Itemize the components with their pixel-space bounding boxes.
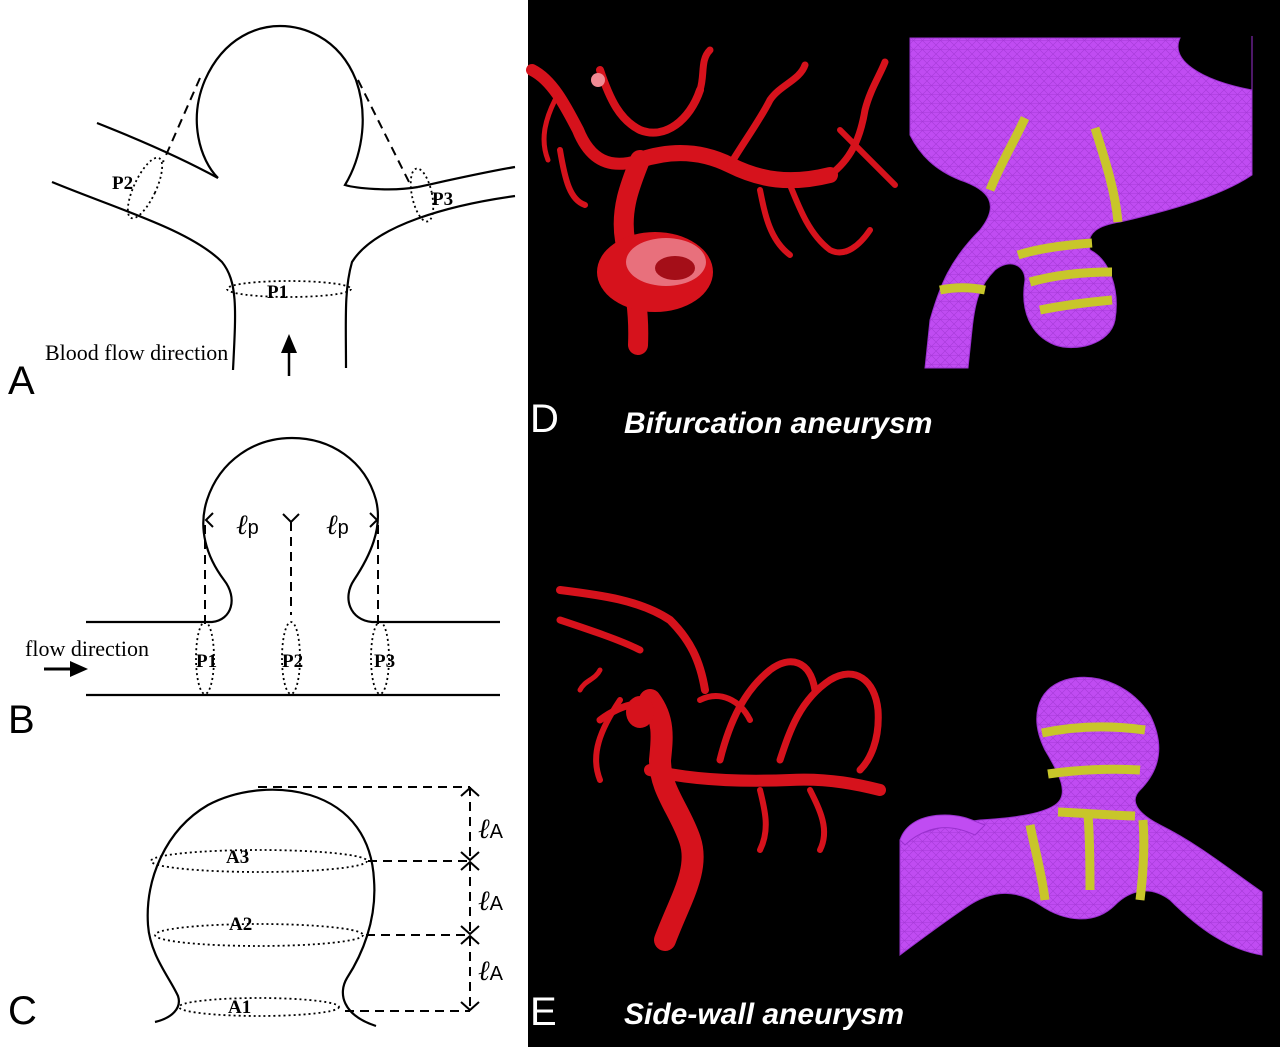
panel-b-flow-label: flow direction — [25, 636, 149, 661]
panel-a-left-lower-wall — [51, 180, 237, 371]
panel-a-section-p1 — [226, 280, 352, 298]
panel-b-length-right: ℓp — [326, 508, 349, 541]
panel-b-letter: B — [8, 698, 35, 742]
panel-d-section-band-4 — [1028, 267, 1113, 287]
panel-b-flow-arrow-icon — [44, 661, 88, 677]
panel-a-aneurysm-dome — [195, 24, 419, 191]
panel-c-label-a2: A2 — [229, 914, 252, 935]
panel-e-section-band-5 — [1083, 814, 1095, 891]
panel-c-aneurysm-outline — [146, 788, 377, 1028]
panel-b-section-p3 — [370, 621, 390, 695]
panel-a-bifurcation-schematic: P1 P2 P3 Blood flow direction A — [8, 24, 516, 403]
panel-b-length-left: ℓp — [236, 508, 259, 541]
panel-e-section-band-1 — [1041, 722, 1146, 738]
panel-a-neck-line-right — [357, 79, 413, 189]
panel-c-length-1: ℓA — [478, 812, 504, 845]
panel-a-flow-arrow-icon — [281, 334, 297, 376]
panel-e-mesh-model — [899, 676, 1263, 956]
panel-e-section-band-4 — [1025, 824, 1050, 901]
panel-a-neck-line-left — [162, 77, 201, 163]
panel-e-caption: Side-wall aneurysm — [624, 998, 904, 1031]
panel-b-section-p1 — [195, 621, 215, 695]
panel-a-section-p3 — [409, 167, 435, 223]
panel-a-right-upper-wall — [417, 165, 516, 189]
panel-a-flow-label: Blood flow direction — [45, 340, 228, 365]
panel-e-letter: E — [530, 990, 557, 1034]
panel-b-label-p1: P1 — [196, 651, 217, 672]
panel-e-side-wall-images: E Side-wall aneurysm — [530, 586, 1263, 1034]
panel-c-length-3: ℓA — [478, 954, 504, 987]
panel-c-length-ticks — [460, 786, 480, 1012]
panel-b-label-p2: P2 — [282, 651, 303, 672]
panel-d-caption: Bifurcation aneurysm — [624, 407, 932, 440]
panel-c-aneurysm-heights-schematic: A3 A2 A1 ℓA ℓA ℓA C — [8, 786, 504, 1033]
panel-a-left-upper-wall — [96, 121, 219, 179]
panel-d-angiography-render — [526, 46, 898, 355]
panel-a-label-p2: P2 — [112, 173, 133, 194]
panel-c-length-2: ℓA — [478, 884, 504, 917]
panel-e-angiography-render — [556, 586, 886, 951]
panel-d-mesh-model — [909, 36, 1253, 369]
panel-e-section-band-3 — [1057, 807, 1136, 821]
panel-d-section-band-2 — [1090, 126, 1123, 223]
panel-d-section-band-3 — [1016, 238, 1093, 260]
panel-a-label-p1: P1 — [267, 282, 288, 303]
panel-b-label-p3: P3 — [374, 651, 395, 672]
panel-e-section-band-2 — [1047, 764, 1141, 779]
panel-c-section-a1 — [178, 997, 340, 1017]
panel-b-side-wall-schematic: ℓp ℓp P1 P2 P3 flow direction B — [8, 436, 500, 742]
panel-b-section-p2 — [281, 621, 301, 695]
panel-a-label-p3: P3 — [432, 189, 453, 210]
panel-a-letter: A — [8, 359, 35, 403]
panel-c-section-a2 — [154, 923, 364, 947]
panel-d-letter: D — [530, 397, 559, 441]
panel-d-section-band-6 — [939, 283, 986, 295]
panel-d-section-band-5 — [1039, 295, 1113, 315]
panel-b-upper-wall-and-dome — [86, 436, 500, 624]
panel-d-section-band-1 — [985, 116, 1030, 192]
panel-b-length-ticks — [204, 512, 379, 528]
panel-c-letter: C — [8, 989, 37, 1033]
panel-d-bifurcation-images: D Bifurcation aneurysm — [526, 36, 1253, 441]
panel-a-right-lower-wall — [344, 194, 516, 369]
panel-e-section-band-6 — [1135, 819, 1149, 901]
panel-c-label-a1: A1 — [228, 997, 251, 1018]
panel-c-label-a3: A3 — [226, 847, 249, 868]
panel-e-side-branch — [899, 814, 986, 846]
panel-a-section-p2 — [126, 156, 164, 220]
panel-c-section-a3 — [150, 849, 368, 873]
panel-c-dimension-lines — [258, 786, 471, 1012]
